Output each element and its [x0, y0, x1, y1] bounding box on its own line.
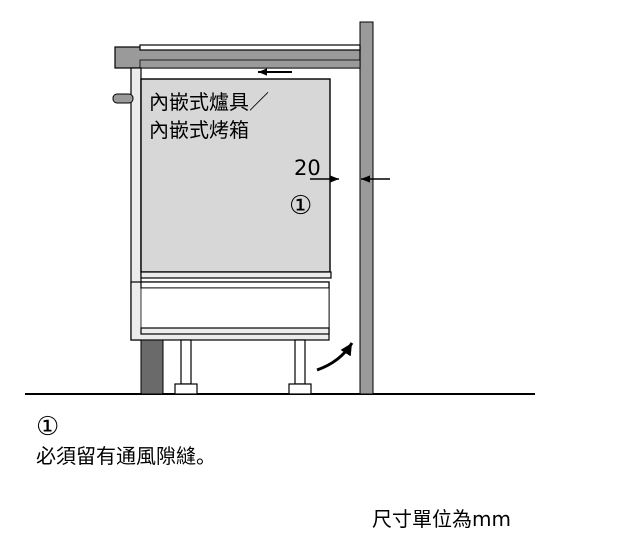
appliance-label-line1: 內嵌式爐具／	[149, 90, 269, 114]
side-wall	[359, 21, 374, 395]
callout-marker: ①	[289, 191, 312, 221]
drawer-inner	[140, 287, 330, 329]
cooktop-glass	[139, 44, 361, 51]
cabinet-leg	[174, 339, 198, 395]
units-note: 尺寸單位為mm	[372, 507, 511, 531]
oven-knob	[112, 93, 134, 104]
plinth	[140, 339, 164, 395]
gap-dimension-value: 20	[294, 156, 321, 180]
appliance-label-line2: 內嵌式烤箱	[149, 118, 249, 142]
cooktop-underside	[139, 59, 361, 69]
cabinet-leg	[288, 339, 312, 395]
note-marker: ①	[36, 412, 60, 442]
note-text: 必須留有通風隙縫。	[36, 444, 216, 468]
drawer-top-rail	[140, 281, 330, 289]
cabinet-shelf	[140, 271, 332, 279]
drawer-bottom-rail	[140, 327, 330, 335]
ventilation-arrow	[316, 342, 354, 372]
oven-body	[140, 78, 331, 273]
